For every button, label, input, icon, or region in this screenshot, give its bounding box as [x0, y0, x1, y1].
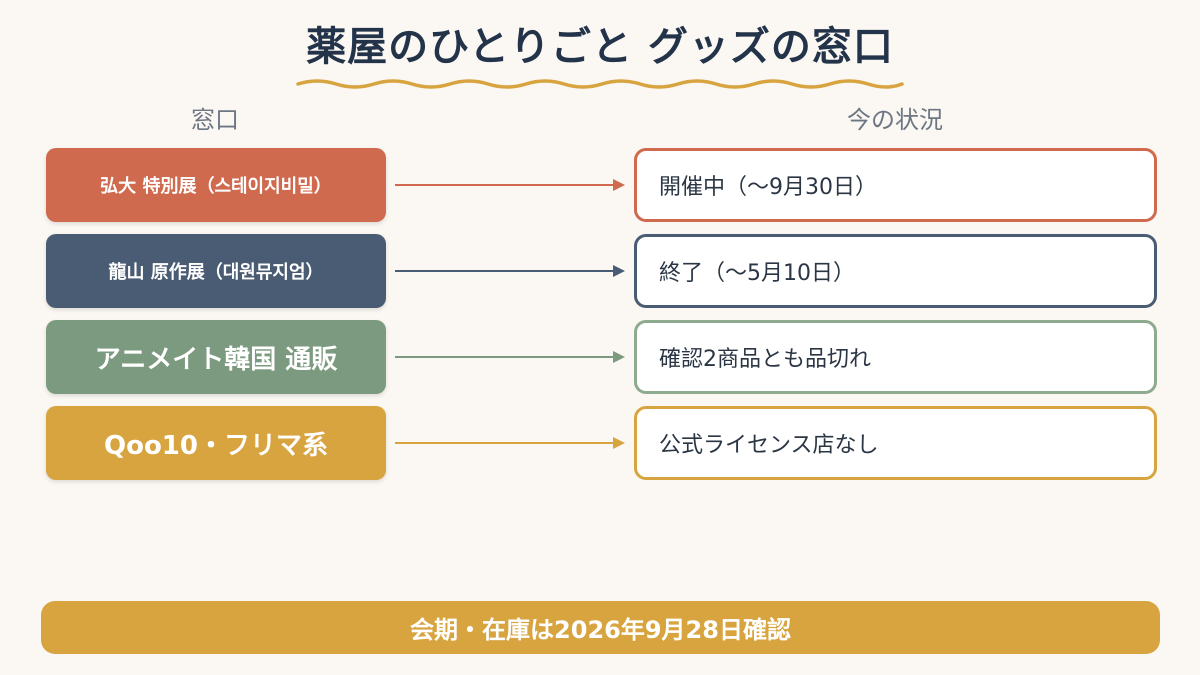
status-box-qoo10: 公式ライセンス店なし [634, 406, 1157, 480]
status-label: 終了（〜5月10日） [659, 261, 855, 286]
source-label: 龍山 原作展（대원뮤지엄） [108, 262, 324, 283]
footer-note: 会期・在庫は2026年9月28日確認 [41, 601, 1160, 654]
source-box-animate-korea: アニメイト韓国 通販 [46, 320, 386, 394]
source-box-hongdae: 弘大 特別展（스테이지비밀） [46, 148, 386, 222]
column-header-status: 今の状況 [847, 106, 943, 134]
page-title: 薬屋のひとりごと グッズの窓口 [306, 24, 894, 70]
arrow-icon [395, 265, 625, 277]
title-underline [296, 79, 904, 89]
status-label: 公式ライセンス店なし [659, 433, 879, 458]
source-box-qoo10: Qoo10・フリマ系 [46, 406, 386, 480]
arrow-icon [395, 437, 625, 449]
source-label: 弘大 特別展（스테이지비밀） [100, 176, 332, 197]
row-qoo10: Qoo10・フリマ系 公式ライセンス店なし [0, 406, 1200, 480]
footer-label: 会期・在庫は2026年9月28日確認 [410, 616, 791, 644]
status-box-hongdae: 開催中（〜9月30日） [634, 148, 1157, 222]
status-label: 開催中（〜9月30日） [659, 175, 877, 200]
source-label: アニメイト韓国 通販 [94, 344, 338, 375]
source-label: Qoo10・フリマ系 [103, 430, 328, 461]
arrow-icon [395, 351, 625, 363]
status-label: 確認2商品とも品切れ [659, 347, 871, 372]
row-animate-korea: アニメイト韓国 通販 確認2商品とも品切れ [0, 320, 1200, 394]
row-hongdae: 弘大 特別展（스테이지비밀） 開催中（〜9月30日） [0, 148, 1200, 222]
source-box-yongsan: 龍山 原作展（대원뮤지엄） [46, 234, 386, 308]
arrow-icon [395, 179, 625, 191]
status-box-yongsan: 終了（〜5月10日） [634, 234, 1157, 308]
row-yongsan: 龍山 原作展（대원뮤지엄） 終了（〜5月10日） [0, 234, 1200, 308]
column-header-source: 窓口 [191, 106, 239, 134]
status-box-animate-korea: 確認2商品とも品切れ [634, 320, 1157, 394]
